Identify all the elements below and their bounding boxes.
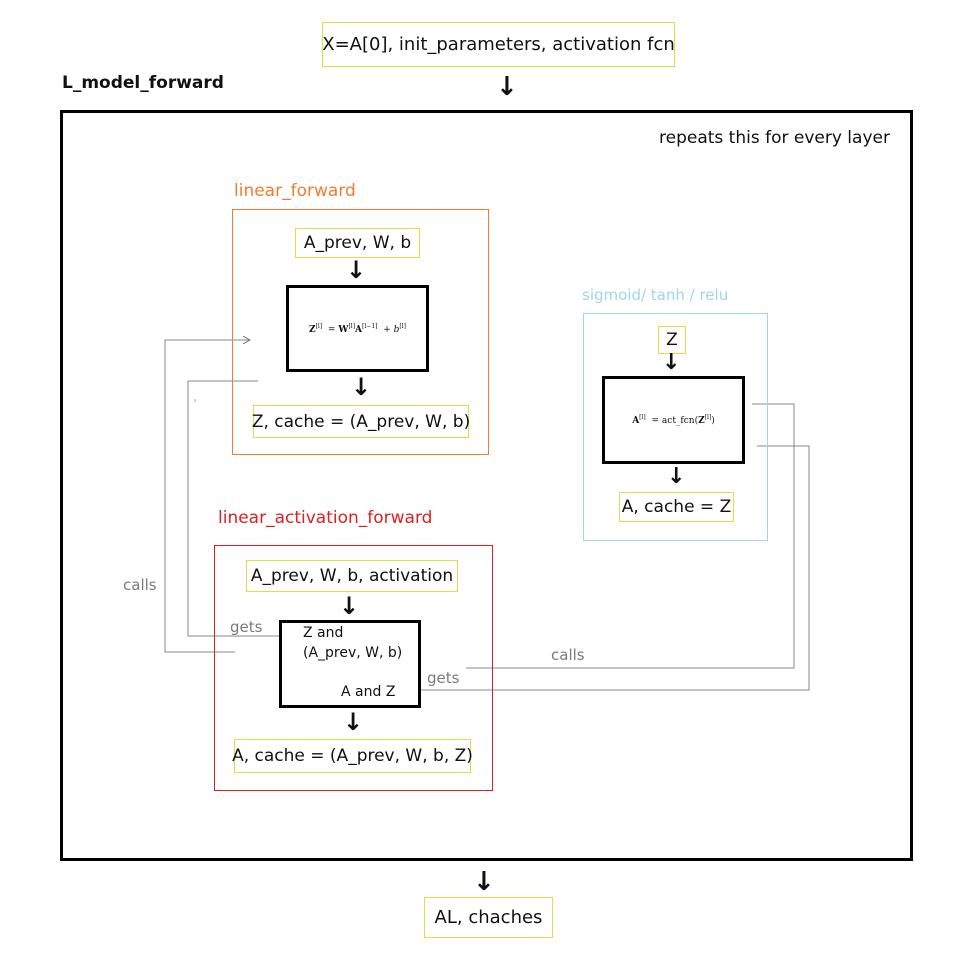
repeat-note: repeats this for every layer	[659, 128, 890, 148]
linear-forward-frame	[232, 209, 489, 455]
gets-left-line	[187, 380, 297, 636]
arrow-down-icon: ↓	[343, 708, 364, 736]
linear-activation-forward-frame	[214, 545, 493, 791]
activation-fn-output: A, cache = Z	[619, 492, 734, 522]
eq-b-sup: [l]	[399, 322, 406, 330]
model-frame	[60, 110, 913, 861]
eq-close: )	[711, 416, 715, 426]
eq-w-sup: [l]	[348, 322, 356, 330]
linear-activation-forward-output: A, cache = (A_prev, W, b, Z)	[232, 739, 473, 773]
inner-line-1: Z and	[303, 625, 344, 641]
arrow-down-icon: ↓	[667, 464, 686, 489]
calls-left-line	[164, 340, 250, 653]
linear-activation-forward-inputs: A_prev, W, b, activation	[246, 560, 458, 592]
inner-line-3: A and Z	[341, 684, 396, 700]
arrow-down-icon: ↓	[473, 867, 495, 897]
eq-a: A	[355, 324, 363, 335]
eq-w: W	[338, 324, 349, 335]
gets-left-label: gets	[230, 618, 263, 636]
eq-b: b	[393, 324, 400, 335]
eq-fn: act_fcn(	[661, 416, 699, 426]
activation-fn-equation: A[l] = act_fcn(Z[l])	[602, 376, 745, 464]
activation-fn-input: Z	[658, 326, 686, 354]
calls-right-label: calls	[551, 646, 585, 664]
eq-a-out-sup: [l]	[639, 414, 646, 421]
calls-right-line	[466, 403, 795, 669]
inner-line-2: (A_prev, W, b)	[303, 645, 403, 661]
eq-a-sup: [l−1]	[362, 322, 378, 330]
arrow-down-icon: ↓	[662, 350, 681, 375]
eq-z-sup: [l]	[315, 322, 323, 330]
calls-left-label: calls	[123, 576, 157, 594]
linear-forward-inputs: A_prev, W, b	[295, 228, 420, 258]
activation-fn-title: sigmoid/ tanh / relu	[582, 286, 729, 304]
arrow-down-icon: ↓	[496, 72, 518, 102]
linear-forward-output: Z, cache = (A_prev, W, b)	[252, 405, 470, 438]
arrow-down-icon: ↓	[351, 373, 372, 401]
linear-activation-forward-block: Z and (A_prev, W, b) A and Z	[279, 620, 421, 708]
input-box: X=A[0], init_parameters, activation fcn	[322, 22, 675, 67]
gets-right-label: gets	[427, 669, 460, 687]
eq-z: Z	[309, 324, 316, 335]
gets-right-line	[410, 445, 810, 690]
linear-forward-equation: Z[l] = W[l]A[l−1] + b[l]	[286, 285, 429, 372]
final-output-box: AL, chaches	[424, 897, 553, 938]
activation-fn-frame	[583, 313, 768, 541]
eq-z-arg: Z	[698, 416, 705, 426]
arrow-down-icon: ↓	[346, 256, 367, 284]
eq-z-arg-sup: [l]	[704, 414, 712, 421]
linear-activation-forward-title: linear_activation_forward	[218, 508, 433, 528]
arrow-down-icon: ↓	[339, 592, 360, 620]
model-title: L_model_forward	[62, 73, 224, 93]
eq-a-out: A	[632, 416, 640, 426]
linear-forward-title: linear_forward	[234, 181, 356, 201]
